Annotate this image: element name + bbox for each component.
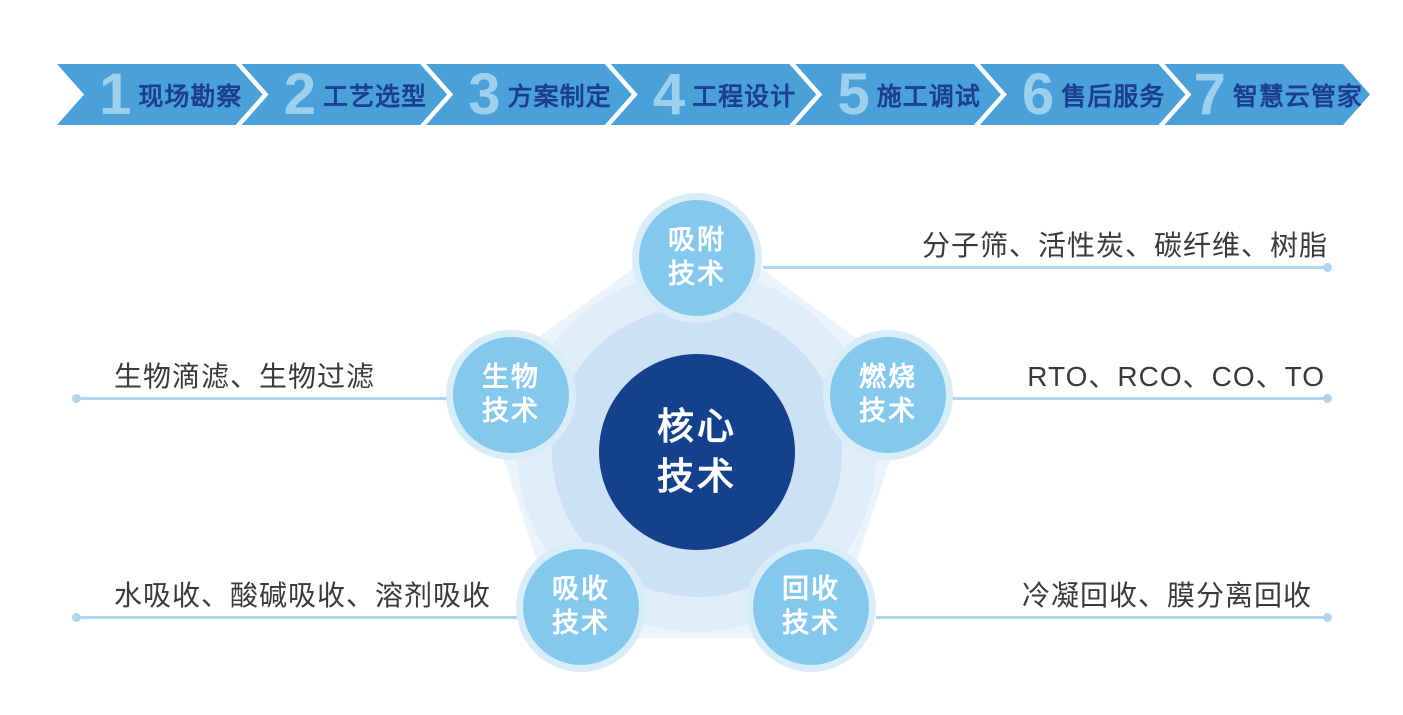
node-label-line2: 技术 xyxy=(859,396,917,426)
connector-adsorption xyxy=(763,263,1332,272)
detail-combustion: RTO、RCO、CO、TO xyxy=(1027,361,1325,392)
step-number: 4 xyxy=(652,61,686,127)
step-label: 工艺选型 xyxy=(322,82,427,111)
step-number: 7 xyxy=(1193,61,1226,127)
tech-node-combustion: 燃烧 技术 xyxy=(823,330,953,460)
node-label-line2: 技术 xyxy=(482,396,540,426)
step-label: 智慧云管家 xyxy=(1232,82,1363,111)
core-label-line2: 技术 xyxy=(657,456,737,497)
process-step-4: 4 工程设计 xyxy=(611,64,817,125)
node-label-line2: 技术 xyxy=(668,259,726,289)
core-label-line1: 核心 xyxy=(657,406,737,448)
node-label-line1: 燃烧 xyxy=(859,362,917,393)
step-number: 5 xyxy=(837,61,870,127)
core-circle: 核心 技术 xyxy=(599,354,795,550)
process-step-3: 3 方案制定 xyxy=(426,64,632,125)
node-label-line1: 吸附 xyxy=(668,225,726,256)
step-label: 现场勘察 xyxy=(138,82,243,111)
step-label: 工程设计 xyxy=(692,82,797,111)
connector-combustion xyxy=(952,394,1332,403)
node-label-line2: 技术 xyxy=(782,608,840,638)
node-label-line1: 生物 xyxy=(482,362,540,393)
tech-node-bio: 生物 技术 xyxy=(446,330,576,460)
connector-recovery xyxy=(876,613,1332,622)
detail-adsorption: 分子筛、活性炭、碳纤维、树脂 xyxy=(921,230,1328,261)
process-step-7: 7 智慧云管家 xyxy=(1164,64,1370,125)
connector-absorption xyxy=(72,613,520,622)
tech-node-absorption: 吸收 技术 xyxy=(516,542,646,672)
process-bar: 1 现场勘察 2 工艺选型 3 方案制定 4 工程设计 5 施工调试 6 售后服… xyxy=(57,64,1370,125)
tech-node-adsorption: 吸附 技术 xyxy=(632,193,762,323)
step-label: 施工调试 xyxy=(876,82,981,111)
node-label-line2: 技术 xyxy=(552,608,610,638)
step-number: 6 xyxy=(1022,61,1055,127)
step-number: 1 xyxy=(99,61,132,127)
step-label: 售后服务 xyxy=(1061,82,1166,111)
connector-bio xyxy=(72,394,448,403)
detail-absorption: 水吸收、酸碱吸收、溶剂吸收 xyxy=(114,580,492,611)
tech-node-recovery: 回收 技术 xyxy=(746,542,876,672)
node-label-line1: 吸收 xyxy=(552,574,610,605)
detail-recovery: 冷凝回收、膜分离回收 xyxy=(1021,580,1312,611)
step-number: 2 xyxy=(283,61,316,127)
process-step-6: 6 售后服务 xyxy=(980,64,1186,125)
node-label-line1: 回收 xyxy=(782,574,840,605)
process-step-2: 2 工艺选型 xyxy=(242,64,448,125)
step-number: 3 xyxy=(468,61,501,127)
process-step-1: 1 现场勘察 xyxy=(57,64,263,125)
step-label: 方案制定 xyxy=(507,82,612,111)
process-step-5: 5 施工调试 xyxy=(795,64,1001,125)
detail-bio: 生物滴滤、生物过滤 xyxy=(114,361,376,392)
